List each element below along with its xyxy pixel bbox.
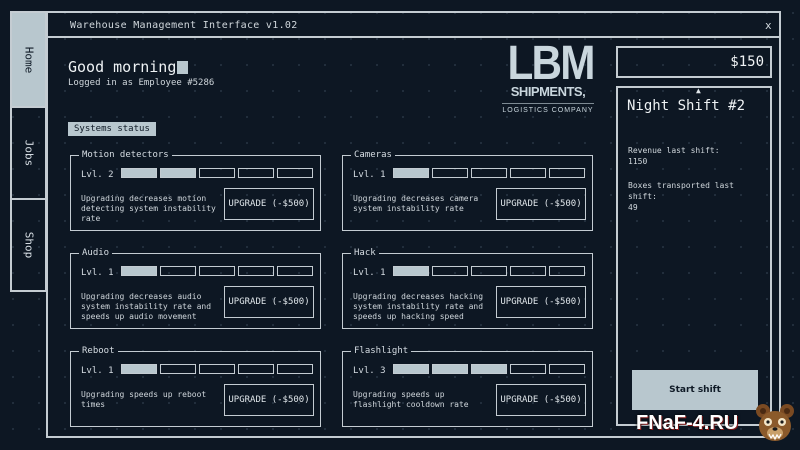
panel-description: Upgrading decreases audio system instabi… xyxy=(81,292,212,321)
level-bar-segment xyxy=(121,364,157,374)
level-bar-segment xyxy=(393,168,429,178)
level-bar-segment xyxy=(160,168,196,178)
level-label: Lvl. 1 xyxy=(353,268,386,278)
side-tabs: Home Jobs Shop xyxy=(10,11,47,292)
system-panel-reboot: Reboot Lvl. 1 Upgrading speeds up reboot… xyxy=(70,346,321,427)
logo-tagline: LOGISTICS COMPANY xyxy=(502,103,594,114)
boxes-stat: Boxes transported last shift: 49 xyxy=(628,180,766,213)
system-panel-cameras: Cameras Lvl. 1 Upgrading decreases camer… xyxy=(342,150,593,231)
level-bar-segment xyxy=(393,364,429,374)
system-panel-hack: Hack Lvl. 1 Upgrading decreases hacking … xyxy=(342,248,593,329)
level-bar-segment xyxy=(549,364,585,374)
revenue-label: Revenue last shift: xyxy=(628,146,720,155)
greeting-text: Good morning xyxy=(68,58,177,76)
main-window xyxy=(46,11,781,438)
system-panel-motion-detectors: Motion detectors Lvl. 2 Upgrading decrea… xyxy=(70,150,321,231)
panel-title: Motion detectors xyxy=(79,150,172,160)
panel-title: Hack xyxy=(351,248,379,258)
level-bar-segment xyxy=(471,266,507,276)
logo-lbm: LBM xyxy=(507,37,596,90)
level-label: Lvl. 1 xyxy=(81,268,114,278)
panel-description: Upgrading speeds up flashlight cooldown … xyxy=(353,390,469,409)
panel-title: Flashlight xyxy=(351,346,412,356)
level-bars xyxy=(393,168,585,178)
level-bars xyxy=(121,266,313,276)
level-bar-segment xyxy=(471,168,507,178)
title-bar-divider xyxy=(46,36,781,38)
level-bar-segment xyxy=(549,168,585,178)
mouse-cursor-icon: ▲ xyxy=(696,86,701,95)
panel-title: Reboot xyxy=(79,346,118,356)
panel-description: Upgrading decreases hacking system insta… xyxy=(353,292,484,321)
level-bar-segment xyxy=(510,266,546,276)
level-bar-segment xyxy=(238,266,274,276)
level-bar-segment xyxy=(549,266,585,276)
upgrade-button[interactable]: UPGRADE (-$500) xyxy=(496,188,586,220)
systems-status-label: Systems status xyxy=(68,122,156,136)
level-bar-segment xyxy=(277,168,313,178)
level-bar-segment xyxy=(393,266,429,276)
panel-description: Upgrading speeds up reboot times xyxy=(81,390,207,409)
shift-panel xyxy=(616,86,772,426)
tab-shop-label: Shop xyxy=(22,231,35,259)
tab-home-label: Home xyxy=(22,46,35,73)
level-bar-segment xyxy=(238,168,274,178)
watermark-text: FNaF-4.RU xyxy=(636,412,739,434)
level-bar-segment xyxy=(471,364,507,374)
system-panel-audio: Audio Lvl. 1 Upgrading decreases audio s… xyxy=(70,248,321,329)
panel-title: Audio xyxy=(79,248,113,258)
level-bar-segment xyxy=(199,168,235,178)
level-bars xyxy=(393,266,585,276)
level-bar-segment xyxy=(510,364,546,374)
money-display: $150 xyxy=(616,46,772,78)
text-cursor-icon xyxy=(177,61,189,74)
level-bar-segment xyxy=(432,364,468,374)
upgrade-button[interactable]: UPGRADE (-$500) xyxy=(224,188,314,220)
greeting: Good morning xyxy=(68,58,189,76)
revenue-value: 1150 xyxy=(628,157,648,166)
level-bar-segment xyxy=(160,364,196,374)
level-bars xyxy=(121,168,313,178)
shift-title: Night Shift #2 xyxy=(627,98,746,114)
system-panel-flashlight: Flashlight Lvl. 3 Upgrading speeds up fl… xyxy=(342,346,593,427)
tab-shop[interactable]: Shop xyxy=(12,200,45,290)
tab-jobs[interactable]: Jobs xyxy=(12,108,45,200)
level-bar-segment xyxy=(277,266,313,276)
level-bars xyxy=(393,364,585,374)
level-bar-segment xyxy=(199,266,235,276)
level-bars xyxy=(121,364,313,374)
panel-title: Cameras xyxy=(351,150,395,160)
level-label: Lvl. 1 xyxy=(81,366,114,376)
upgrade-button[interactable]: UPGRADE (-$500) xyxy=(496,384,586,416)
level-bar-segment xyxy=(121,168,157,178)
level-bar-segment xyxy=(160,266,196,276)
start-shift-button[interactable]: Start shift xyxy=(632,370,758,410)
level-bar-segment xyxy=(510,168,546,178)
upgrade-button[interactable]: UPGRADE (-$500) xyxy=(224,384,314,416)
level-label: Lvl. 1 xyxy=(353,170,386,180)
logo-shipments: SHIPMENTS, xyxy=(510,84,586,99)
company-logo: LBM SHIPMENTS, LOGISTICS COMPANY xyxy=(502,37,596,114)
level-bar-segment xyxy=(432,266,468,276)
bear-mascot-icon xyxy=(756,404,794,441)
employee-line: Logged in as Employee #5286 xyxy=(68,78,215,88)
level-bar-segment xyxy=(121,266,157,276)
level-bar-segment xyxy=(432,168,468,178)
boxes-value: 49 xyxy=(628,203,638,212)
close-button[interactable]: x xyxy=(765,19,772,32)
panel-description: Upgrading decreases camera system instab… xyxy=(353,194,479,213)
tab-home[interactable]: Home xyxy=(12,13,45,108)
tab-jobs-label: Jobs xyxy=(22,139,35,167)
level-bar-segment xyxy=(277,364,313,374)
upgrade-button[interactable]: UPGRADE (-$500) xyxy=(496,286,586,318)
boxes-label: Boxes transported last shift: xyxy=(628,181,734,201)
window-title: Warehouse Management Interface v1.02 xyxy=(70,20,298,31)
level-bar-segment xyxy=(238,364,274,374)
panel-description: Upgrading decreases motion detecting sys… xyxy=(81,194,216,223)
level-label: Lvl. 3 xyxy=(353,366,386,376)
level-bar-segment xyxy=(199,364,235,374)
revenue-stat: Revenue last shift: 1150 xyxy=(628,145,766,167)
upgrade-button[interactable]: UPGRADE (-$500) xyxy=(224,286,314,318)
level-label: Lvl. 2 xyxy=(81,170,114,180)
